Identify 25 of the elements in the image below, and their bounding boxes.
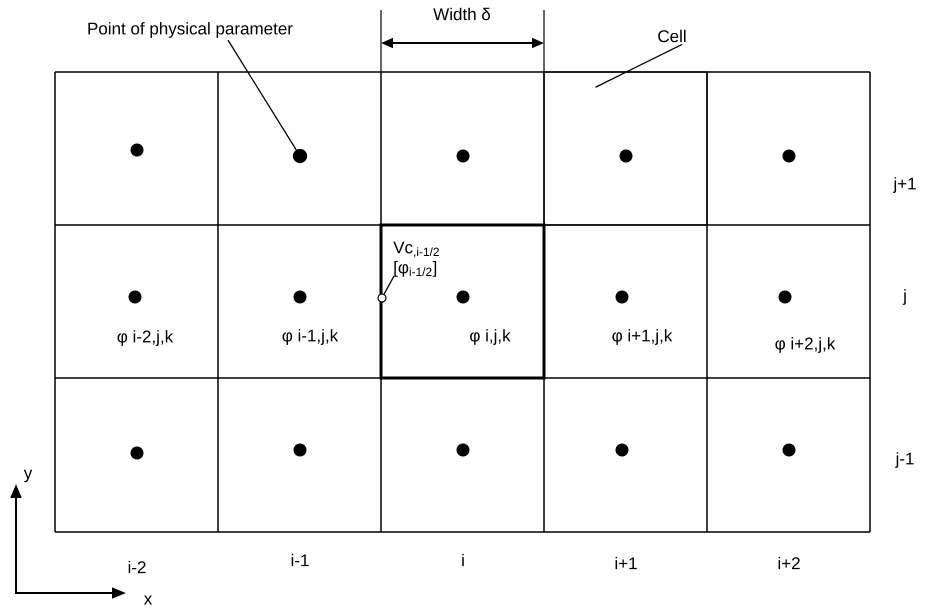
value-label: φ i-2,j,k: [118, 330, 174, 346]
column-index: i-2: [128, 560, 146, 574]
axis-label: x: [144, 596, 152, 604]
point-dot: [377, 293, 387, 303]
row-index: j+1: [893, 177, 916, 193]
grid-cell: [543, 71, 708, 226]
column-index: i+2: [778, 556, 800, 570]
leader-line: [595, 44, 682, 88]
value-label: φ i-1,j,k: [282, 329, 338, 345]
leader-label: Point of physical parameter: [88, 22, 293, 38]
column-index: i: [462, 554, 464, 566]
value-label: φ i+1,j,k: [612, 329, 672, 345]
value-label: φ i,j,k: [470, 329, 511, 345]
leader-line: [384, 276, 395, 294]
column-index: i-1: [292, 554, 309, 566]
dimension-label: Width δ: [433, 8, 490, 20]
point-dot: [292, 148, 308, 164]
value-label: φ i+2,j,k: [775, 337, 836, 353]
leader-label: Cell: [658, 30, 686, 42]
row-index: j-1: [895, 452, 914, 468]
row-index: j: [902, 289, 906, 305]
column-index: i+1: [616, 556, 637, 570]
leader-line: [227, 40, 297, 150]
face-value-label: Vc$_{,i-1/2}$ [φ$_{i-1/2}$]: [393, 242, 439, 277]
axis-label: y: [24, 470, 32, 482]
